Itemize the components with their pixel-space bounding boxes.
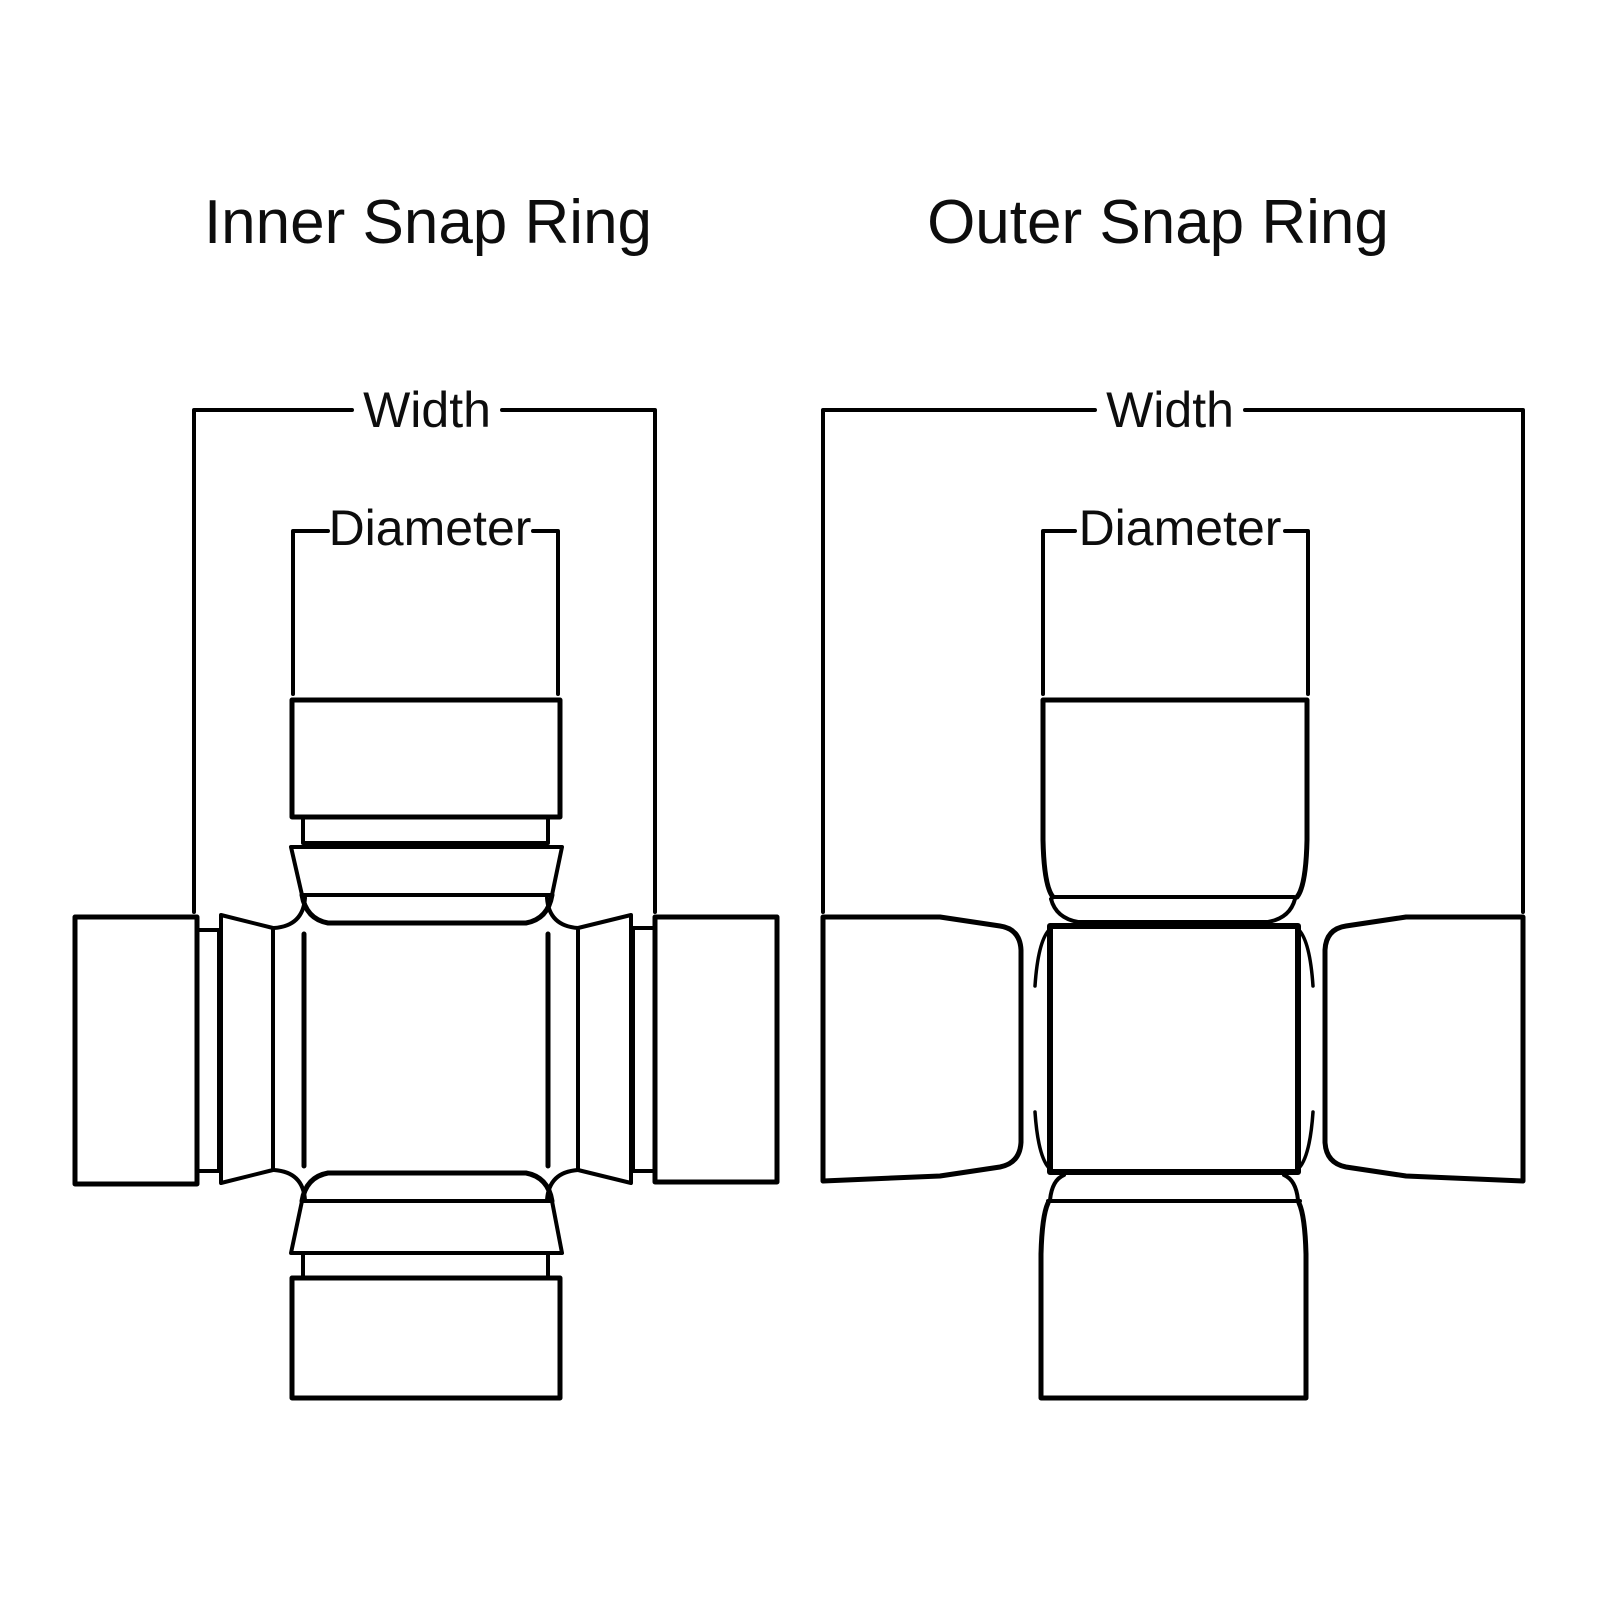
outer-top-bearing-cap — [1040, 697, 1310, 900]
outer-diameter-bracket — [1041, 529, 1310, 696]
outer-width-bracket — [821, 408, 1525, 914]
inner-top-seal-trapezoid — [289, 845, 564, 897]
inner-cross-body-sides — [301, 931, 551, 1169]
inner-right-snap-ring-band — [631, 926, 657, 1173]
inner-snap-ring-title: Inner Snap Ring — [204, 188, 652, 257]
inner-snap-ring-diagram: Inner Snap Ring Width Diameter — [72, 188, 780, 1401]
inner-top-skirt — [299, 892, 555, 926]
outer-diameter-label: Diameter — [1079, 500, 1282, 556]
inner-left-snap-ring-band — [195, 928, 221, 1173]
outer-top-skirt — [1049, 897, 1297, 924]
outer-cross-body — [1047, 923, 1301, 1175]
inner-left-bearing-cap — [72, 914, 200, 1187]
inner-width-label: Width — [363, 382, 491, 438]
outer-left-bearing-cap — [820, 914, 1024, 1184]
inner-bottom-skirt — [299, 1170, 555, 1204]
outer-bottom-bearing-cap — [1038, 1200, 1309, 1401]
outer-snap-ring-title: Outer Snap Ring — [927, 188, 1389, 257]
inner-right-seal-trapezoid — [576, 913, 633, 1185]
outer-width-label: Width — [1106, 382, 1234, 438]
outer-body-fillets — [1033, 928, 1315, 1170]
inner-diameter-bracket — [291, 529, 560, 696]
inner-width-bracket — [192, 408, 657, 914]
inner-diameter-label: Diameter — [329, 500, 532, 556]
inner-top-bearing-cap — [289, 697, 563, 820]
inner-bottom-snap-ring-band — [301, 1251, 550, 1280]
outer-right-bearing-cap — [1322, 914, 1526, 1184]
inner-top-snap-ring-band — [301, 817, 550, 845]
inner-body-fillets — [272, 896, 580, 1202]
outer-bottom-skirt — [1048, 1173, 1300, 1202]
inner-left-seal-trapezoid — [219, 913, 275, 1185]
inner-bottom-seal-trapezoid — [289, 1199, 564, 1255]
outer-snap-ring-diagram: Outer Snap Ring Width Diameter — [820, 188, 1526, 1401]
inner-right-bearing-cap — [652, 914, 780, 1185]
inner-bottom-bearing-cap — [289, 1275, 563, 1401]
